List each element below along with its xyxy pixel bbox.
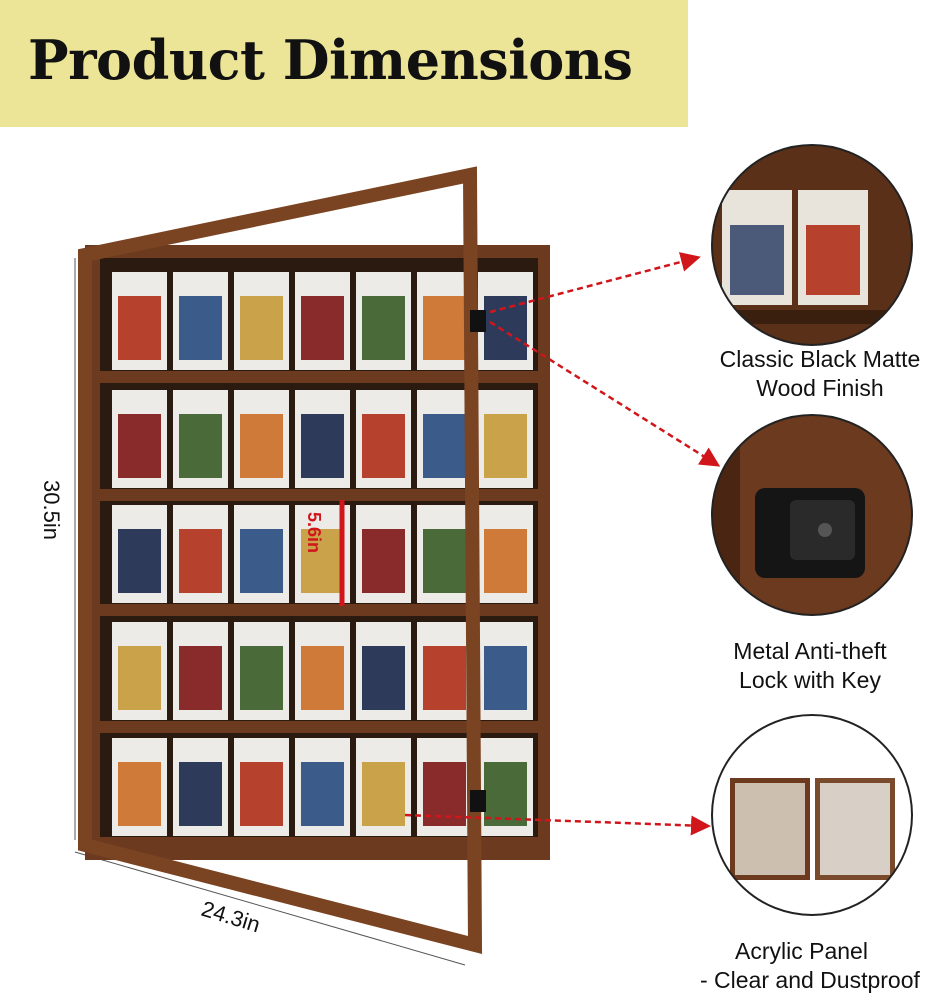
lock-icon xyxy=(470,310,486,332)
feature-label-acrylic: Acrylic Panel - Clear and Dustproof xyxy=(700,937,945,995)
card-photo xyxy=(118,414,161,478)
arrow xyxy=(489,252,701,314)
card-photo xyxy=(179,762,222,826)
card-photo xyxy=(484,529,527,593)
width-label: 24.3in xyxy=(199,896,264,937)
card-photo xyxy=(362,529,405,593)
wood-finish-detail xyxy=(712,145,912,345)
card-photo xyxy=(179,529,222,593)
shelf xyxy=(100,371,538,383)
feature-label-wood-finish: Classic Black Matte Wood Finish xyxy=(685,345,945,403)
title-banner xyxy=(0,0,688,127)
card-photo xyxy=(484,762,527,826)
page-title: Product Dimensions xyxy=(28,28,633,92)
card-photo xyxy=(362,646,405,710)
lock-detail xyxy=(712,415,912,615)
feature-line: Lock with Key xyxy=(739,667,881,693)
card-photo xyxy=(362,296,405,360)
card-photo xyxy=(301,762,344,826)
card-photo xyxy=(118,296,161,360)
arrow xyxy=(404,813,711,836)
card-photo xyxy=(423,414,466,478)
card-photo xyxy=(362,414,405,478)
card-photo xyxy=(240,646,283,710)
card-photo xyxy=(423,646,466,710)
shelf xyxy=(100,837,538,849)
card-photo xyxy=(301,646,344,710)
card-photo xyxy=(484,646,527,710)
shelf-gap-label: 5.6in xyxy=(304,512,324,553)
feature-line: Metal Anti-theft xyxy=(733,638,887,664)
feature-line: Acrylic Panel xyxy=(735,938,868,964)
card-photo xyxy=(301,529,344,593)
card-photo xyxy=(240,296,283,360)
card-photo xyxy=(423,296,466,360)
shelf xyxy=(100,721,538,733)
height-label: 30.5in xyxy=(39,480,64,540)
card-photo xyxy=(179,414,222,478)
shelf xyxy=(100,489,538,501)
card-photo xyxy=(484,414,527,478)
cabinet-door xyxy=(78,166,483,955)
feature-line: Classic Black Matte xyxy=(719,346,921,372)
card-photo xyxy=(240,762,283,826)
card-photo xyxy=(301,296,344,360)
acrylic-panel-detail xyxy=(712,715,912,915)
card-photo xyxy=(240,529,283,593)
card-photo xyxy=(301,414,344,478)
arrow xyxy=(489,320,721,467)
card-photo xyxy=(118,646,161,710)
width-dimension-line xyxy=(74,851,466,966)
card-photo xyxy=(179,296,222,360)
card-photo xyxy=(240,414,283,478)
lock-icon xyxy=(470,790,486,812)
card-photo xyxy=(423,529,466,593)
feature-line: - Clear and Dustproof xyxy=(700,967,920,993)
card-photo xyxy=(362,762,405,826)
card-photo xyxy=(484,296,527,360)
feature-line: Wood Finish xyxy=(756,375,884,401)
card-photo xyxy=(118,529,161,593)
feature-label-lock: Metal Anti-theft Lock with Key xyxy=(685,637,935,695)
card-photo xyxy=(118,762,161,826)
shelf xyxy=(100,604,538,616)
card-photo xyxy=(179,646,222,710)
